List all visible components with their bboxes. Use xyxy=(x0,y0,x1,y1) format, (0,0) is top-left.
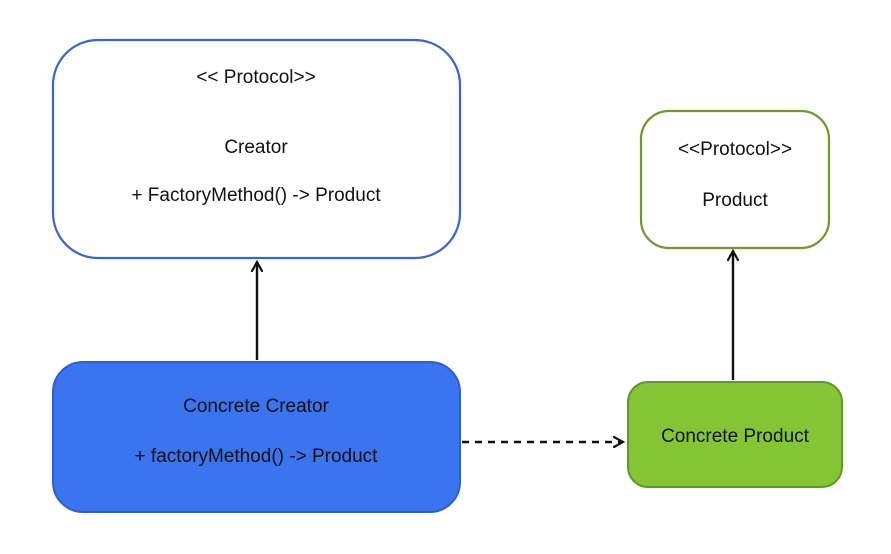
concrete-creator-method: + factoryMethod() -> Product xyxy=(135,446,379,467)
concrete-product-box-shape xyxy=(627,381,843,488)
creator-method: + FactoryMethod() -> Product xyxy=(131,185,381,206)
concrete-product-box: Concrete Product xyxy=(627,381,843,488)
concrete-product-name: Concrete Product xyxy=(661,426,810,447)
creator-stereotype: << Protocol>> xyxy=(196,67,315,88)
product-name: Product xyxy=(702,190,768,211)
creator-name: Creator xyxy=(224,137,288,158)
product-box-shape xyxy=(639,109,831,250)
concrete-creator-box: Concrete Creator + factoryMethod() -> Pr… xyxy=(52,361,461,513)
concrete-creator-name: Concrete Creator xyxy=(183,396,329,417)
creator-box: << Protocol>> Creator + FactoryMethod() … xyxy=(51,38,462,260)
concrete-creator-box-shape xyxy=(52,361,461,513)
product-box: <<Protocol>> Product xyxy=(639,109,831,250)
creator-box-shape xyxy=(51,38,462,260)
product-stereotype: <<Protocol>> xyxy=(678,139,792,160)
